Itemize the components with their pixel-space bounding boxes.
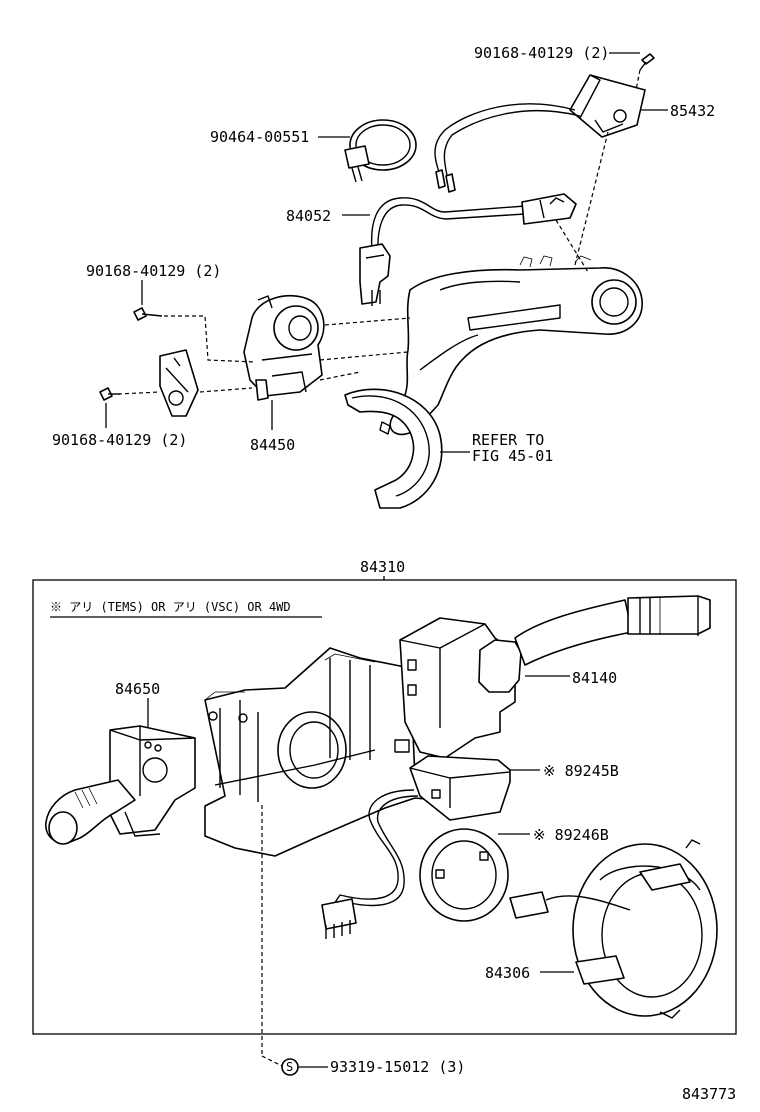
lock-bracket-plate <box>159 349 199 417</box>
part-84052-harness <box>359 193 577 306</box>
combination-switch-body <box>204 647 436 857</box>
part-label-84310: 84310 <box>360 558 405 576</box>
part-85432 <box>434 74 646 193</box>
screw-left-upper <box>133 307 163 321</box>
screw-symbol-S: S <box>281 1058 299 1076</box>
part-label-90464: 90464-00551 <box>210 128 309 146</box>
part-84650-wiper-switch <box>45 725 196 845</box>
steering-column-bracket <box>389 255 643 436</box>
part-label-90168-left-upper: 90168-40129 (2) <box>86 262 221 280</box>
column-cover-lower <box>344 388 443 509</box>
part-84306-spiral-cable <box>509 839 718 1019</box>
part-84140-turn-signal-switch <box>399 595 711 759</box>
part-89246B-ring <box>419 828 509 922</box>
screw-left-lower <box>99 387 120 401</box>
screw-top-right <box>635 53 655 91</box>
refer-line-1: REFER TO <box>472 431 544 449</box>
part-label-84052: 84052 <box>286 207 331 225</box>
part-label-90168-top: 90168-40129 (2) <box>474 44 609 62</box>
part-label-84140: 84140 <box>572 669 617 687</box>
option-note: ※ アリ (TEMS) OR アリ (VSC) OR 4WD <box>50 600 291 614</box>
figure-number: 843773 <box>682 1085 736 1103</box>
part-label-93319: 93319-15012 (3) <box>330 1058 465 1076</box>
part-label-89245B: ※ 89245B <box>543 762 619 780</box>
part-label-85432: 85432 <box>670 102 715 120</box>
svg-text:S: S <box>286 1060 293 1074</box>
part-label-84306: 84306 <box>485 964 530 982</box>
part-label-89246B: ※ 89246B <box>533 826 609 844</box>
refer-line-2: FIG 45-01 <box>472 447 553 465</box>
part-label-84650: 84650 <box>115 680 160 698</box>
part-90464-clamp <box>344 119 417 183</box>
part-label-84450: 84450 <box>250 436 295 454</box>
part-label-90168-left-lower: 90168-40129 (2) <box>52 431 187 449</box>
part-89245B-sensor <box>321 755 511 939</box>
part-84450-ignition-switch <box>243 294 325 401</box>
assembly-box-84310 <box>32 579 737 1035</box>
